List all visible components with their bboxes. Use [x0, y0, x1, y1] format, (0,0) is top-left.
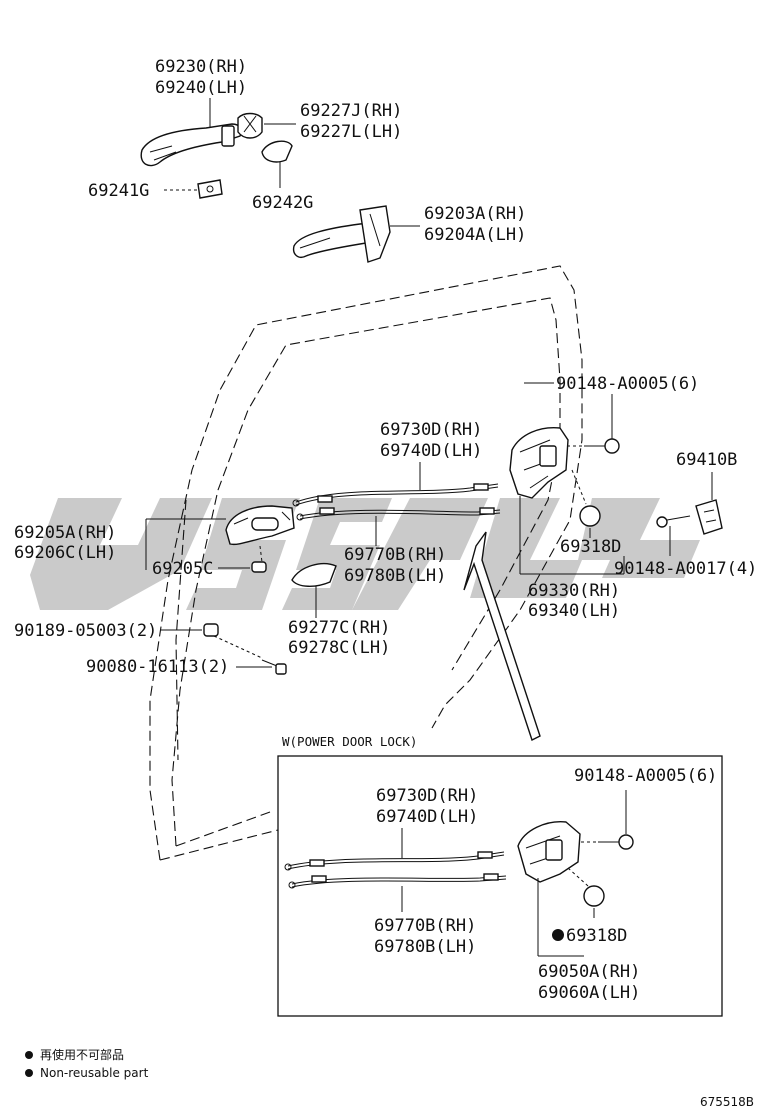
handle-cover-69227	[237, 112, 263, 139]
plug-69318d	[579, 505, 601, 527]
door-outline	[149, 265, 583, 861]
label-69227j-rh: 69227J(RH)	[300, 101, 402, 121]
label-69770b-rh: 69770B(RH)	[344, 545, 446, 565]
legend-bullet-icon	[25, 1069, 33, 1077]
inside-handle-69205a	[225, 505, 295, 546]
label-69240-lh: 69240(LH)	[155, 78, 247, 98]
inset-label-69060a-lh: 69060A(LH)	[538, 983, 640, 1003]
inset-callout-arrow	[463, 531, 541, 741]
inset-cable-69770b	[288, 873, 507, 889]
bezel-69277c	[291, 562, 337, 587]
label-69241g: 69241G	[88, 181, 149, 201]
label-69780b-lh: 69780B(LH)	[344, 566, 446, 586]
legend-cn: 再使用不可部品	[40, 1047, 124, 1062]
inset-label-69318d: 69318D	[566, 926, 627, 946]
label-69203a-rh: 69203A(RH)	[424, 204, 526, 224]
inset-cable-69730d	[284, 851, 505, 871]
bolt-90080-16113	[261, 659, 287, 675]
legend-bullet-icon	[25, 1051, 33, 1059]
label-90080-16113: 90080-16113(2)	[86, 657, 229, 677]
label-69205c: 69205C	[152, 559, 213, 579]
screw-90148-a0005	[584, 438, 620, 454]
label-69340-lh: 69340(LH)	[528, 601, 620, 621]
inset-plug-69318d	[583, 885, 605, 907]
label-69278c-lh: 69278C(LH)	[288, 638, 390, 658]
inset-label-69780b-lh: 69780B(LH)	[374, 937, 476, 957]
label-69205a-rh: 69205A(RH)	[14, 523, 116, 543]
cable-69730d	[292, 483, 499, 507]
cable-69770b	[296, 507, 501, 521]
striker-69410b	[695, 499, 723, 535]
pad-69241g	[197, 179, 223, 199]
label-69206c-lh: 69206C(LH)	[14, 543, 116, 563]
label-69410b: 69410B	[676, 450, 737, 470]
inset-door-lock-69050a	[517, 821, 581, 883]
label-69227l-lh: 69227L(LH)	[300, 122, 402, 142]
label-69204a-lh: 69204A(LH)	[424, 225, 526, 245]
label-69242g: 69242G	[252, 193, 313, 213]
inset-label-90148-a0005: 90148-A0005(6)	[574, 766, 717, 786]
label-69318d: 69318D	[560, 537, 621, 557]
label-69330-rh: 69330(RH)	[528, 581, 620, 601]
inset-box	[277, 755, 723, 1017]
inset-label-69050a-rh: 69050A(RH)	[538, 962, 640, 982]
inset-screw	[598, 834, 634, 850]
pad-69242g	[261, 140, 293, 163]
inset-label-69770b-rh: 69770B(RH)	[374, 916, 476, 936]
legend-en: Non-reusable part	[40, 1066, 149, 1080]
label-90148-a0005: 90148-A0005(6)	[556, 374, 699, 394]
outside-handle-69230	[140, 123, 243, 167]
screw-90148-a0017	[656, 515, 691, 528]
label-69277c-rh: 69277C(RH)	[288, 618, 390, 638]
label-90189-05003: 90189-05003(2)	[14, 621, 157, 641]
label-69740d-lh: 69740D(LH)	[380, 441, 482, 461]
clip-90189-05003	[203, 623, 219, 637]
door-lock-69330	[509, 427, 569, 499]
inset-title: W(POWER DOOR LOCK)	[282, 734, 417, 749]
bushing-69205c	[251, 561, 267, 573]
label-90148-a0017: 90148-A0017(4)	[614, 559, 757, 579]
diagram-number: 675518B	[700, 1095, 754, 1109]
label-69730d-rh: 69730D(RH)	[380, 420, 482, 440]
non-reusable-mark-icon	[552, 929, 564, 941]
watermark-logo	[30, 498, 700, 610]
inset-label-69740d-lh: 69740D(LH)	[376, 807, 478, 827]
inset-label-69730d-rh: 69730D(RH)	[376, 786, 478, 806]
handle-frame-69203a	[292, 205, 391, 263]
label-69230-rh: 69230(RH)	[155, 57, 247, 77]
